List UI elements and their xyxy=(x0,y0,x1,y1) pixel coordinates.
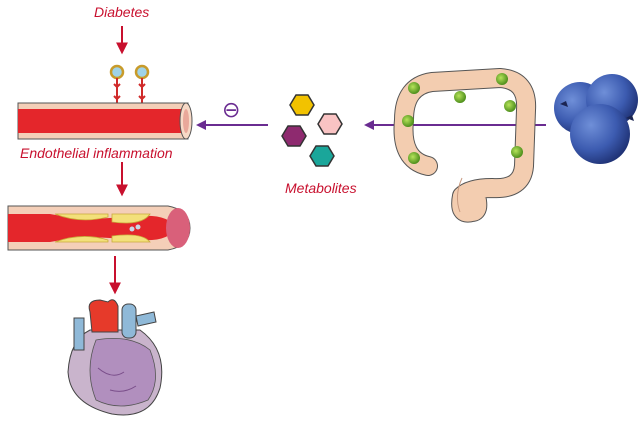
receptor-icon xyxy=(109,64,150,104)
diabetes-label: Diabetes xyxy=(94,4,150,20)
colon-icon xyxy=(393,68,537,223)
blood-vessel-icon xyxy=(17,102,193,140)
blueberries-icon xyxy=(554,74,638,164)
plaque-vessel-icon xyxy=(7,205,191,251)
heart-icon xyxy=(67,299,163,416)
metabolite-hexagons-icon xyxy=(281,94,343,167)
inhibition-symbol: ⊖ xyxy=(222,98,241,123)
bacteria-icon xyxy=(402,73,523,164)
metabolites-label: Metabolites xyxy=(285,180,357,196)
endothelial-inflammation-label: Endothelial inflammation xyxy=(20,145,173,161)
